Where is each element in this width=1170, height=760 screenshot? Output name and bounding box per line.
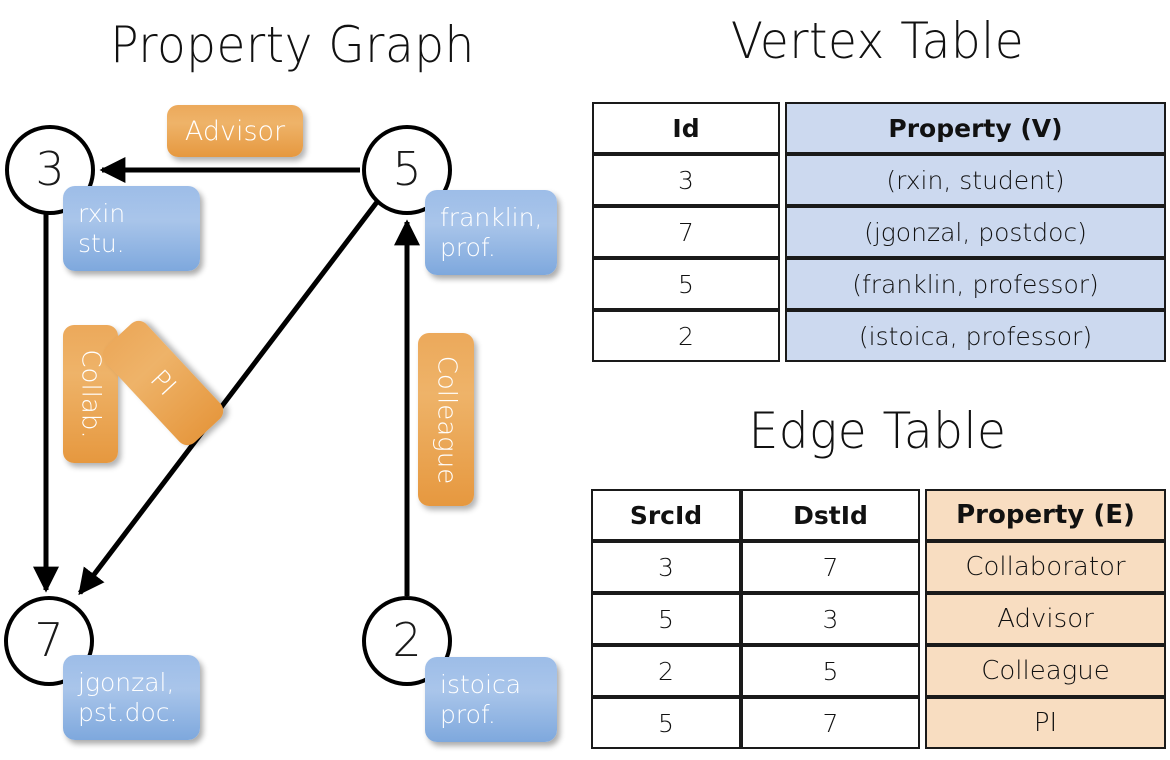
edge-table-cell-dstid: 7 [741, 697, 920, 749]
vertex-table-cell-property: (jgonzal, postdoc) [785, 206, 1166, 258]
table-row[interactable]: 5 3 Advisor [591, 593, 1166, 645]
edge-table-cell-srcid: 2 [591, 645, 741, 697]
table-row[interactable]: 3 (rxin, student) [592, 154, 1166, 206]
vertex-table-cell-id: 5 [592, 258, 780, 310]
edge-table-cell-property: Advisor [925, 593, 1166, 645]
vertex-property-callout-franklin: franklin, prof. [425, 190, 557, 275]
vertex-table-cell-id: 2 [592, 310, 780, 362]
table-row[interactable]: 2 5 Colleague [591, 645, 1166, 697]
vertex-table-cell-id: 7 [592, 206, 780, 258]
edge-property-collab-text: Collab. [75, 349, 106, 439]
vertex-table-cell-property: (franklin, professor) [785, 258, 1166, 310]
edge-table-cell-dstid: 3 [741, 593, 920, 645]
vertex-table-header-id: Id [592, 102, 780, 154]
vertex-table-header-property: Property (V) [785, 102, 1166, 154]
table-row[interactable]: 2 (istoica, professor) [592, 310, 1166, 362]
vertex-property-callout-istoica: istoica prof. [425, 657, 557, 742]
vertex-table-header-row: Id Property (V) [592, 102, 1166, 154]
edge-table-cell-property: Colleague [925, 645, 1166, 697]
edge-property-pi-text: PI [144, 364, 182, 402]
page-title-vertex-table: Vertex Table [730, 12, 1025, 70]
table-row[interactable]: 3 7 Collaborator [591, 541, 1166, 593]
graph-vertex-2-label: 2 [392, 613, 422, 667]
graph-vertex-2[interactable]: 2 [362, 596, 452, 686]
graph-edge-arrows [33, 157, 420, 596]
edge-property-callout-advisor: Advisor [167, 105, 303, 157]
edge-table-header-property: Property (E) [925, 489, 1166, 541]
edge-table-cell-dstid: 5 [741, 645, 920, 697]
graph-vertex-7-label: 7 [34, 613, 64, 667]
edge-table-header-srcid: SrcId [591, 489, 741, 541]
edge-table-cell-property: Collaborator [925, 541, 1166, 593]
edge-table-cell-srcid: 3 [591, 541, 741, 593]
graph-vertex-5-label: 5 [392, 142, 422, 196]
page-title-property-graph: Property Graph [110, 16, 475, 74]
edge-property-colleague-text: Colleague [431, 355, 462, 484]
vertex-table-cell-property: (rxin, student) [785, 154, 1166, 206]
edge-property-advisor-text: Advisor [184, 115, 286, 147]
table-row[interactable]: 5 (franklin, professor) [592, 258, 1166, 310]
edge-table-cell-srcid: 5 [591, 697, 741, 749]
edge-table-cell-srcid: 5 [591, 593, 741, 645]
table-row[interactable]: 7 (jgonzal, postdoc) [592, 206, 1166, 258]
vertex-table-cell-property: (istoica, professor) [785, 310, 1166, 362]
vertex-property-callout-jgonzal: jgonzal, pst.doc. [63, 655, 200, 740]
page-title-edge-table: Edge Table [748, 402, 1007, 460]
edge-table-cell-property: PI [925, 697, 1166, 749]
property-graph-diagram: 3 5 7 2 rxin stu. franklin, prof. jgonza… [4, 105, 557, 742]
table-row[interactable]: 5 7 PI [591, 697, 1166, 749]
edge-arrow-5-to-7 [78, 200, 379, 596]
graph-vertex-5[interactable]: 5 [362, 125, 452, 215]
edge-table: SrcId DstId Property (E) 3 7 Collaborato… [591, 489, 1166, 749]
vertex-table: Id Property (V) 3 (rxin, student) 7 (jgo… [592, 102, 1166, 362]
vertex-table-cell-id: 3 [592, 154, 780, 206]
edge-table-cell-dstid: 7 [741, 541, 920, 593]
vertex-property-callout-rxin: rxin stu. [63, 186, 200, 271]
edge-property-callout-colleague: Colleague [418, 333, 474, 506]
edge-table-header-row: SrcId DstId Property (E) [591, 489, 1166, 541]
edge-table-header-dstid: DstId [741, 489, 920, 541]
graph-vertex-3-label: 3 [35, 142, 65, 196]
